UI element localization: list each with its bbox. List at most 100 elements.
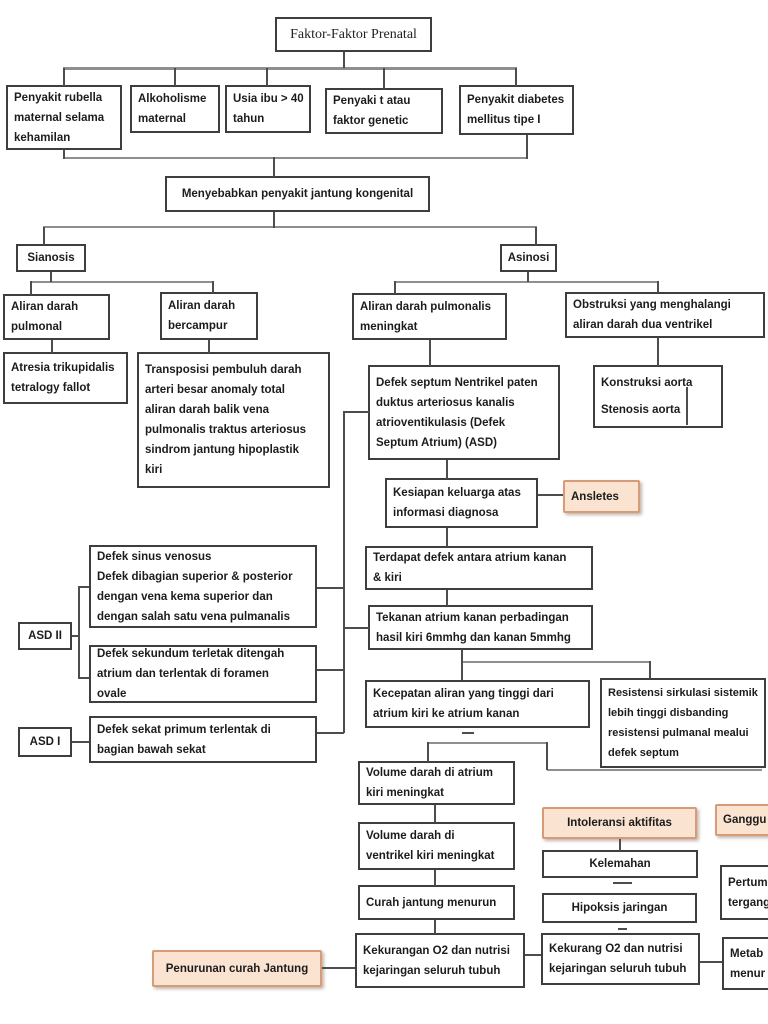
connector-line: [446, 528, 448, 547]
node-text-line: Tekanan atrium kanan perbadingan: [376, 611, 569, 624]
node-text-line: faktor genetic: [333, 115, 409, 127]
node-text-line: duktus arteriosus kanalis: [376, 396, 515, 409]
connector-line: [700, 961, 722, 963]
atresia-box: Atresia trikupidalis tetralogy fallot: [3, 352, 128, 404]
connector-line: [427, 742, 548, 744]
connector-line: [446, 460, 448, 479]
node-text-line: Terdapat defek antara atrium kanan: [373, 552, 567, 564]
connector-line: [429, 340, 431, 366]
node-text-line: Obstruksi yang menghalangi: [573, 299, 731, 311]
node-text-line: mellitus tipe I: [467, 114, 541, 126]
intoleransi-box: Intoleransi aktifitas: [542, 807, 697, 839]
connector-line: [63, 68, 65, 86]
connector-line: [208, 340, 210, 353]
node-text-line: tahun: [233, 113, 265, 125]
node-text-line: Penyakit rubella: [14, 91, 103, 104]
faktor-prenatal-box: Faktor-Faktor Prenatal: [275, 17, 432, 52]
node-text-line: tetralogy fallot: [11, 382, 91, 394]
node-text-line: Kekurang O2 dan nutrisi: [549, 943, 683, 955]
node-text-line: tergang: [728, 896, 768, 909]
connector-line: [546, 742, 548, 770]
aliran-darah-bercampur-box: Aliran darah bercampur: [160, 292, 258, 340]
node-text-line: dengan vena kema superior dan: [97, 590, 273, 603]
defek-septum-box: Defek septum Nentrikel paten duktus arter…: [368, 365, 560, 460]
node-text-line: Volume darah di: [366, 830, 455, 842]
node-text-line: menur: [730, 967, 766, 980]
node-text-line: Pertum: [728, 876, 768, 889]
node-text-line: bercampur: [168, 320, 228, 332]
connector-line: [43, 226, 537, 228]
node-text-line: aliran darah balik vena: [145, 404, 270, 416]
node-text-line: hasil kiri 6mmhg dan kanan 5mmhg: [376, 631, 571, 644]
node-text-line: Atresia trikupidalis: [11, 362, 115, 374]
penurunan-curah-box: Penurunan curah Jantung: [152, 950, 322, 987]
node-text-line: arteri besar anomaly total: [145, 384, 285, 396]
node-text-line: Defek sinus venosus: [97, 550, 212, 563]
node-text-line: Defek sekundum terletak ditengah: [97, 648, 285, 660]
connector-line: [78, 677, 89, 679]
node-text-line: Intoleransi aktifitas: [567, 817, 672, 829]
node-text-line: Aliran darah: [11, 301, 79, 313]
connector-line: [63, 157, 528, 159]
connector-line: [427, 742, 429, 762]
node-text-line: kejaringan seluruh tubuh: [363, 964, 501, 977]
node-text-line: informasi diagnosa: [393, 507, 499, 519]
asd-ii-box: ASD II: [18, 622, 72, 650]
node-text-line: Penurunan curah Jantung: [165, 962, 309, 975]
connector-line: [535, 227, 537, 245]
connector-line: [461, 661, 651, 663]
node-text-line: aliran darah dua ventrikel: [573, 319, 713, 331]
asinosi-box: Asinosi: [500, 244, 557, 272]
node-text-line: Defek septum Nentrikel paten: [376, 376, 538, 389]
node-text-line: Aliran darah pulmonalis: [360, 300, 491, 313]
connector-line: [43, 227, 45, 245]
connector-line: [461, 661, 463, 680]
connector-line: [618, 928, 627, 930]
node-text-line: kiri: [145, 464, 163, 476]
node-text-line: ASD I: [29, 736, 61, 748]
connector-line: [461, 650, 463, 663]
connector-line: [50, 272, 52, 282]
connector-line: [446, 590, 448, 606]
tekanan-atrium-box: Tekanan atrium kanan perbadingan hasil ki…: [368, 605, 593, 650]
gangguan-box: Ganggu: [715, 804, 768, 836]
node-text-line: bagian bawah sekat: [97, 743, 206, 756]
node-text-line: Kelemahan: [589, 858, 651, 870]
node-text-line: meningkat: [360, 320, 418, 333]
node-text-line: atrioventikulasis (Defek: [376, 416, 506, 429]
node-text-line: Aliran darah: [168, 300, 236, 312]
connector-line: [434, 870, 436, 886]
connector-line: [273, 157, 275, 177]
node-text-line: Stenosis aorta: [601, 404, 681, 416]
connector-line: [174, 68, 176, 86]
connector-line: [72, 635, 79, 637]
node-text-line: Metab: [730, 947, 764, 960]
connector-line: [212, 281, 214, 293]
connector-line: [78, 586, 89, 588]
connector-line: [317, 669, 344, 671]
node-text-line: Sianosis: [27, 252, 75, 264]
node-text-line: Ganggu: [723, 814, 767, 826]
node-text-line: Ansletes: [571, 490, 619, 503]
node-text-line: Hipoksis jaringan: [571, 902, 668, 914]
aliran-pulmonalis-meningkat-box: Aliran darah pulmonalis meningkat: [352, 293, 507, 340]
connector-line: [526, 135, 528, 159]
node-text-line: maternal: [138, 113, 186, 125]
node-text-line: atrium dan terlentak di foramen: [97, 668, 269, 680]
connector-line: [322, 967, 355, 969]
node-text-line: Penyaki t atau: [333, 95, 411, 107]
node-text-line: Volume darah di atrium: [366, 767, 493, 779]
connector-line: [527, 272, 529, 282]
node-text-line: Kekurangan O2 dan nutrisi: [363, 944, 510, 957]
node-text-line: dengan salah satu vena pulmanalis: [97, 610, 291, 623]
connector-line: [657, 338, 659, 366]
node-text-line: Faktor-Faktor Prenatal: [290, 26, 417, 42]
